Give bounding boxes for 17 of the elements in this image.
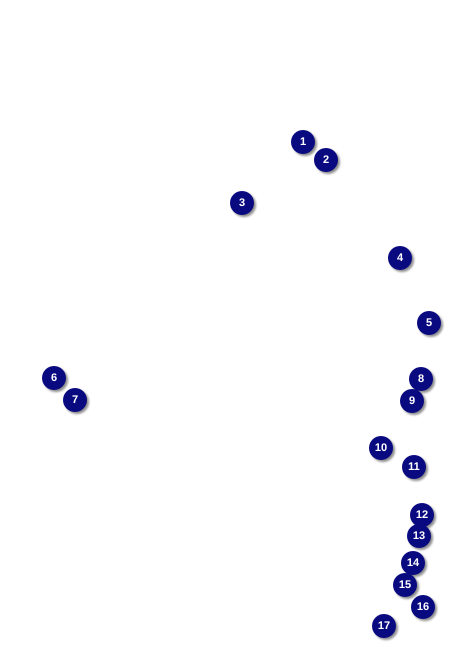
callout-number: 4 bbox=[388, 246, 412, 270]
callout-number: 11 bbox=[402, 455, 426, 479]
callout-number: 3 bbox=[230, 191, 254, 215]
callout-number: 1 bbox=[291, 130, 315, 154]
callout-number: 12 bbox=[410, 503, 434, 527]
callout-number: 15 bbox=[393, 573, 417, 597]
callout-number: 6 bbox=[42, 366, 66, 390]
callout-number: 17 bbox=[372, 614, 396, 638]
callout-number: 8 bbox=[409, 367, 433, 391]
callout-number: 10 bbox=[369, 436, 393, 460]
callout-number: 7 bbox=[63, 388, 87, 412]
callout-number: 16 bbox=[411, 595, 435, 619]
callout-number: 2 bbox=[314, 148, 338, 172]
callout-number: 9 bbox=[400, 389, 424, 413]
callout-number: 5 bbox=[417, 311, 441, 335]
callout-number: 14 bbox=[401, 551, 425, 575]
callout-number: 13 bbox=[407, 524, 431, 548]
